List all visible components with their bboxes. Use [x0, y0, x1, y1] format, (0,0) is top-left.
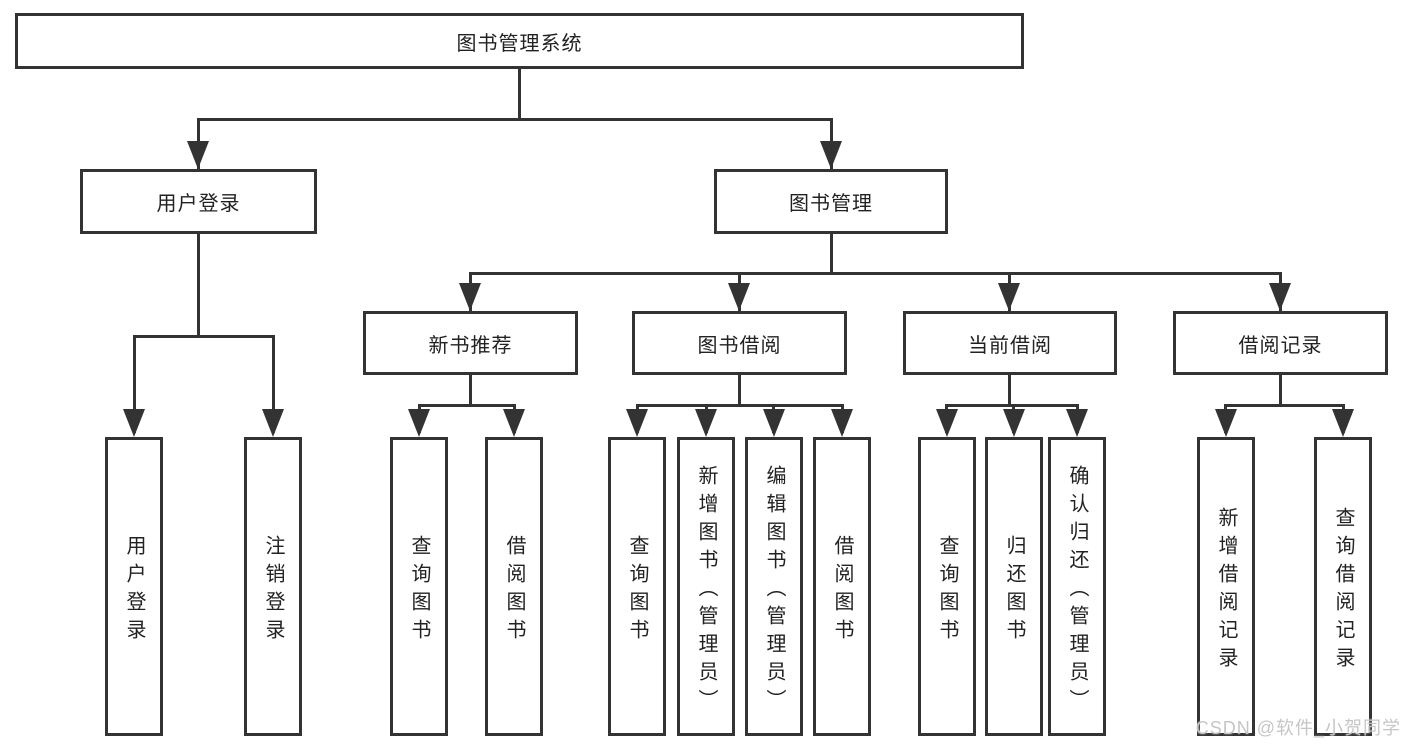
connector-line — [197, 118, 833, 121]
node-user-login: 用户登录 — [80, 169, 317, 234]
connector-line — [1279, 375, 1282, 404]
leaf-user-login-label: 用户登录 — [123, 534, 145, 647]
leaf-add-book-admin-label: 新增图书（管理员） — [695, 464, 717, 717]
leaf-logout-label: 注销登录 — [262, 534, 284, 647]
connector-line — [418, 404, 516, 407]
node-root: 图书管理系统 — [15, 13, 1024, 69]
leaf-confirm-return-admin: 确认归还（管理员） — [1048, 437, 1106, 736]
connector-line — [1008, 375, 1011, 404]
node-current-borrowing-label: 当前借阅 — [968, 334, 1052, 357]
arrow-down-icon — [626, 409, 648, 437]
connector-line — [830, 234, 833, 272]
leaf-query-books-borrowing-label: 查询图书 — [626, 534, 648, 647]
node-borrow-records: 借阅记录 — [1173, 311, 1388, 375]
arrow-down-icon — [262, 409, 284, 437]
leaf-query-borrow-record-label: 查询借阅记录 — [1332, 506, 1354, 675]
node-current-borrowing: 当前借阅 — [903, 311, 1117, 375]
leaf-borrow-books-borrowing: 借阅图书 — [813, 437, 871, 736]
connector-line — [636, 404, 844, 407]
node-book-management-label: 图书管理 — [789, 193, 873, 215]
arrow-down-icon — [1066, 409, 1088, 437]
arrow-down-icon — [763, 409, 785, 437]
leaf-borrow-books-borrowing-label: 借阅图书 — [831, 534, 853, 647]
arrow-down-icon — [187, 141, 209, 169]
connector-line — [133, 335, 275, 338]
leaf-user-login: 用户登录 — [105, 437, 163, 736]
leaf-edit-book-admin: 编辑图书（管理员） — [745, 437, 803, 736]
node-book-borrowing: 图书借阅 — [632, 311, 847, 375]
leaf-confirm-return-admin-label: 确认归还（管理员） — [1066, 464, 1088, 717]
arrow-down-icon — [459, 283, 481, 311]
connector-line — [272, 335, 275, 433]
connector-line — [469, 272, 1282, 275]
arrow-down-icon — [936, 409, 958, 437]
arrow-down-icon — [503, 409, 525, 437]
leaf-logout: 注销登录 — [244, 437, 302, 736]
leaf-add-borrow-record: 新增借阅记录 — [1197, 437, 1255, 736]
arrow-down-icon — [820, 141, 842, 169]
node-root-label: 图书管理系统 — [456, 32, 583, 55]
leaf-query-books-current: 查询图书 — [918, 437, 976, 736]
connector-line — [133, 335, 136, 433]
leaf-return-books: 归还图书 — [985, 437, 1043, 736]
arrow-down-icon — [1269, 283, 1291, 311]
node-user-login-label: 用户登录 — [156, 193, 241, 215]
arrow-down-icon — [123, 409, 145, 437]
arrow-down-icon — [1332, 409, 1354, 437]
leaf-borrow-books-recommend: 借阅图书 — [485, 437, 543, 736]
arrow-down-icon — [831, 409, 853, 437]
leaf-add-borrow-record-label: 新增借阅记录 — [1215, 506, 1237, 675]
leaf-return-books-label: 归还图书 — [1003, 534, 1025, 647]
arrow-down-icon — [408, 409, 430, 437]
leaf-query-books-recommend-label: 查询图书 — [408, 534, 430, 647]
node-new-book-recommendation-label: 新书推荐 — [428, 334, 513, 357]
node-book-management: 图书管理 — [714, 169, 948, 234]
leaf-edit-book-admin-label: 编辑图书（管理员） — [763, 464, 785, 717]
connector-line — [469, 375, 472, 404]
connector-line — [738, 375, 741, 404]
leaf-query-books-borrowing: 查询图书 — [608, 437, 666, 736]
connector-line — [197, 234, 200, 335]
leaf-query-borrow-record: 查询借阅记录 — [1314, 437, 1372, 736]
arrow-down-icon — [1215, 409, 1237, 437]
arrow-down-icon — [695, 409, 717, 437]
arrow-down-icon — [998, 283, 1020, 311]
connector-line — [1224, 404, 1345, 407]
csdn-watermark: CSDN @软件_小贺同学 — [1195, 718, 1401, 738]
arrow-down-icon — [1003, 409, 1025, 437]
leaf-query-books-recommend: 查询图书 — [390, 437, 448, 736]
node-book-borrowing-label: 图书借阅 — [697, 334, 782, 357]
connector-line — [518, 69, 521, 118]
node-borrow-records-label: 借阅记录 — [1238, 334, 1323, 357]
arrow-down-icon — [728, 283, 750, 311]
leaf-add-book-admin: 新增图书（管理员） — [677, 437, 735, 736]
node-new-book-recommendation: 新书推荐 — [363, 311, 578, 375]
leaf-borrow-books-recommend-label: 借阅图书 — [503, 534, 525, 647]
leaf-query-books-current-label: 查询图书 — [936, 534, 958, 647]
